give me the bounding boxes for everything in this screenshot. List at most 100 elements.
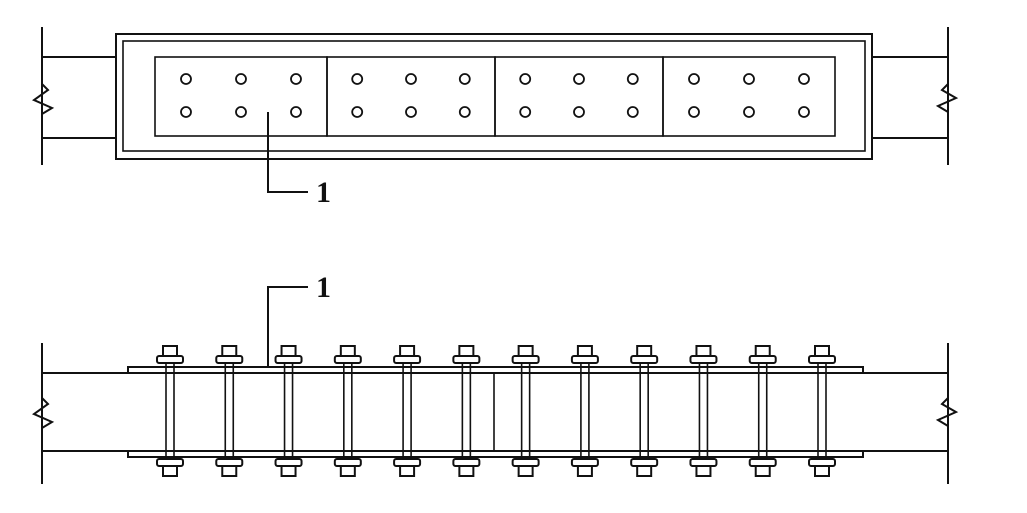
nut (339, 345, 356, 357)
plan-callout-label: 1 (316, 176, 331, 209)
elevation-view: 1 (31, 271, 959, 484)
plan-view: 1 (31, 27, 959, 209)
washer (215, 458, 244, 467)
bolt-hole (688, 106, 700, 118)
bolt-hole (290, 73, 302, 85)
washer (215, 355, 244, 364)
steel-plate (662, 56, 836, 137)
nut (339, 465, 356, 477)
elev-bolts (156, 345, 836, 477)
washer (511, 355, 540, 364)
plan-left-break-symbol (31, 83, 55, 115)
through-bolt (156, 345, 184, 477)
nut (162, 465, 178, 477)
washer (393, 355, 422, 364)
nut (695, 465, 712, 477)
washer (570, 355, 599, 364)
bolt-hole (290, 106, 302, 118)
elev-callout-label: 1 (316, 271, 331, 304)
elev-callout-leader (267, 286, 308, 368)
nut (162, 345, 178, 357)
nut (458, 345, 475, 357)
bolt-hole (626, 73, 639, 85)
through-bolt (333, 345, 362, 477)
through-bolt (274, 345, 303, 477)
washer (333, 355, 362, 364)
washer (511, 458, 540, 467)
nut (280, 345, 297, 357)
washer (274, 458, 303, 467)
washer (630, 458, 659, 467)
bolt-hole (458, 73, 471, 85)
washer (452, 355, 481, 364)
washer (748, 355, 777, 364)
nut (221, 465, 238, 477)
bolt-hole (519, 73, 532, 85)
elev-left-break-symbol (31, 397, 55, 429)
nut (814, 345, 830, 357)
bolt-hole (626, 106, 639, 118)
plan-steel-plates (154, 56, 836, 137)
nut (695, 345, 712, 357)
nut (814, 465, 830, 477)
nut (636, 345, 653, 357)
bolt-hole (743, 106, 755, 118)
washer (748, 458, 777, 467)
through-bolt (452, 345, 481, 477)
washer (570, 458, 599, 467)
washer (689, 355, 718, 364)
elev-bottom-plate (127, 450, 864, 458)
bolt-hole (688, 73, 700, 85)
bolt-hole (235, 73, 247, 85)
nut (399, 465, 416, 477)
through-bolt (808, 345, 836, 477)
nut (221, 345, 238, 357)
washer (274, 355, 303, 364)
bolt-hole (798, 73, 810, 85)
bolt-hole (519, 106, 532, 118)
through-bolt (215, 345, 244, 477)
through-bolt (689, 345, 718, 477)
nut (754, 345, 771, 357)
bolt-hole (573, 73, 585, 85)
bolt-hole (235, 106, 247, 118)
through-bolt (393, 345, 422, 477)
washer (808, 355, 836, 364)
washer (689, 458, 718, 467)
nut (458, 465, 475, 477)
plan-outer-frame (115, 33, 873, 160)
steel-plate (326, 56, 496, 137)
washer (393, 458, 422, 467)
elev-right-break-symbol (935, 397, 959, 427)
nut (399, 345, 416, 357)
through-bolt (630, 345, 659, 477)
bolt-hole (573, 106, 585, 118)
washer (156, 458, 184, 467)
through-bolt (748, 345, 777, 477)
plan-inner-frame (122, 40, 866, 152)
steel-plate (154, 56, 328, 137)
washer (333, 458, 362, 467)
through-bolt (511, 345, 540, 477)
washer (156, 355, 184, 364)
bolt-hole (743, 73, 755, 85)
through-bolt (570, 345, 599, 477)
nut (576, 345, 593, 357)
washer (630, 355, 659, 364)
washer (452, 458, 481, 467)
plan-callout-leader (267, 112, 308, 193)
nut (517, 345, 534, 357)
nut (517, 465, 534, 477)
elev-top-plate (127, 366, 864, 374)
bolt-hole (351, 106, 364, 118)
nut (280, 465, 297, 477)
bolt-hole (180, 73, 192, 85)
nut (754, 465, 771, 477)
bolt-hole (458, 106, 471, 118)
bolt-hole (351, 73, 364, 85)
bolt-hole (405, 106, 417, 118)
nut (576, 465, 593, 477)
washer (808, 458, 836, 467)
bolt-hole (405, 73, 417, 85)
